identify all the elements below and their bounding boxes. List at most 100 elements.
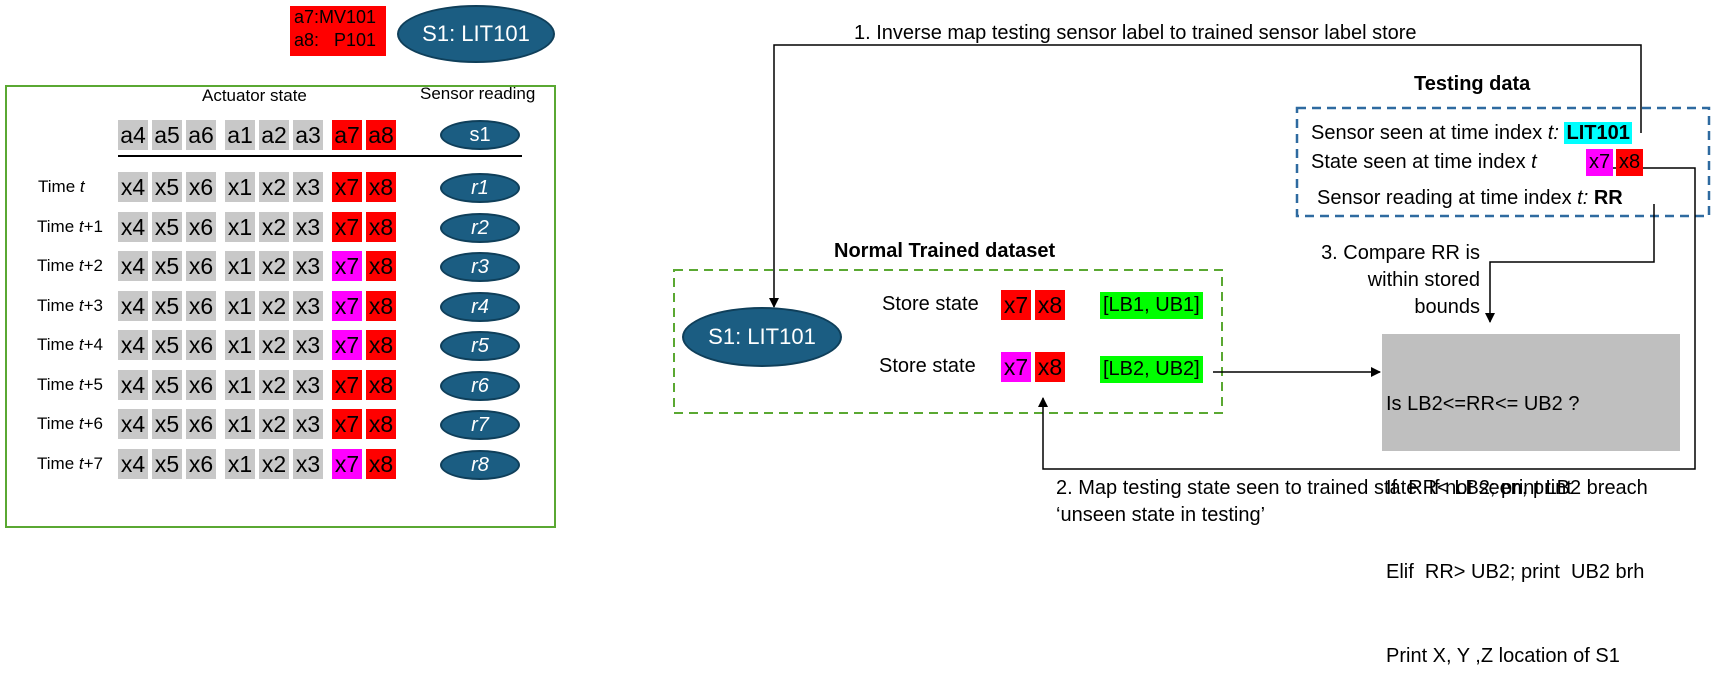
row1-cell-x8: x8 [366, 172, 396, 202]
sensor-oval-trained: S1: LIT101 [682, 307, 842, 367]
row6-cell-x8: x8 [366, 369, 396, 400]
time-label-prefix: Time [37, 453, 79, 473]
sensor-reading-label: Sensor reading [420, 84, 536, 103]
step3-line-1: 3. Compare RR is [1321, 242, 1480, 264]
check-line-1: Is LB2<=RR<= UB2 ? [1386, 393, 1580, 415]
row3-cell-x2: x2 [259, 251, 289, 281]
step2-line-2: ‘unseen state in testing’ [1056, 504, 1266, 526]
check-line-4: Print X, Y ,Z location of S1 [1386, 645, 1620, 667]
time-label-offset: +3 [83, 295, 103, 315]
row3-cell-x6: x6 [186, 251, 216, 281]
row8-cell-x4: x4 [118, 448, 148, 479]
testing-data-frame [1295, 106, 1711, 218]
row5-cell-x1: x1 [225, 330, 255, 360]
testing-state-t: t [1531, 151, 1537, 173]
testing-reading-value: RR [1593, 187, 1623, 209]
time-label-offset: +1 [83, 216, 103, 236]
row5-cell-x6: x6 [186, 330, 216, 360]
row6-cell-x4: x4 [118, 369, 148, 400]
store2-x7-cell: x7 [1001, 352, 1031, 382]
sensor-reading-oval-r5: r5 [440, 331, 520, 361]
time-label-offset: +5 [83, 374, 103, 394]
testing-sensor-value: LIT101 [1564, 122, 1632, 144]
time-label-prefix: Time [37, 256, 79, 275]
store1-x7-cell: x7 [1001, 290, 1031, 320]
header-sensor-oval: s1 [440, 120, 520, 150]
sensor-reading-oval-r6: r6 [440, 370, 520, 401]
row8-cell-x5: x5 [152, 448, 182, 479]
step2-line-1: 2. Map testing state seen to trained sta… [1056, 477, 1572, 499]
header-cell-a1: a1 [225, 120, 255, 150]
time-label-t: t [78, 256, 84, 275]
store2-x8-cell: x8 [1035, 352, 1065, 382]
testing-state-prefix: State seen at time index [1311, 151, 1532, 173]
row2-cell-x4: x4 [118, 211, 148, 242]
actuator-state-label: Actuator state [202, 86, 307, 105]
bound-check-box: Is LB2<=RR<= UB2 ? If RR< LB2; print LB2… [1382, 334, 1680, 667]
step3-line-2: within stored [1367, 269, 1480, 291]
time-label-t: t [78, 295, 84, 315]
header-cell-a5: a5 [152, 120, 182, 150]
time-label-row-8: Time t+7 [37, 454, 103, 474]
row3-cell-x8: x8 [366, 251, 396, 281]
arrow-step1 [769, 44, 1642, 308]
time-label-offset: +2 [83, 256, 103, 275]
time-label-row-6: Time t+5 [37, 375, 103, 395]
row4-cell-x4: x4 [118, 290, 148, 321]
time-label-offset: +4 [83, 335, 103, 354]
actuator-panel-frame [5, 85, 556, 528]
step3-label: 3. Compare RR is within stored bounds [1280, 240, 1480, 321]
row5-cell-x4: x4 [118, 330, 148, 360]
step2-label: 2. Map testing state seen to trained sta… [1056, 475, 1572, 529]
trained-dataset-frame [673, 269, 1223, 414]
header-cell-a8: a8 [366, 120, 396, 150]
sensor-reading-oval-r1: r1 [440, 173, 520, 203]
row6-cell-x3: x3 [293, 369, 323, 400]
row7-cell-x5: x5 [152, 409, 182, 439]
row5-cell-x8: x8 [366, 330, 396, 360]
row3-cell-x3: x3 [293, 251, 323, 281]
time-label-row-7: Time t+6 [37, 414, 103, 434]
time-label-t: t [78, 216, 84, 236]
row1-cell-x2: x2 [259, 172, 289, 202]
trained-dataset-title: Normal Trained dataset [834, 240, 1056, 262]
bound-lb1-ub1: [LB1, UB1] [1100, 292, 1203, 319]
row7-cell-x6: x6 [186, 409, 216, 439]
time-label-t: t [78, 414, 84, 433]
time-label-t: t [79, 177, 85, 196]
store1-x8-cell: x8 [1035, 290, 1065, 320]
testing-sensor-t: t: [1547, 122, 1559, 144]
row1-cell-x3: x3 [293, 172, 323, 202]
row6-cell-x1: x1 [225, 369, 255, 400]
sensor-reading-oval-r2: r2 [440, 212, 520, 243]
row8-cell-x1: x1 [225, 448, 255, 479]
time-label-prefix: Time [37, 295, 79, 315]
row3-cell-x7: x7 [332, 251, 362, 281]
row1-cell-x4: x4 [118, 172, 148, 202]
arrow-step3 [1485, 204, 1655, 323]
row6-cell-x6: x6 [186, 369, 216, 400]
row2-cell-x3: x3 [293, 211, 323, 242]
check-line-3: Elif RR> UB2; print UB2 brh [1386, 561, 1645, 583]
row2-cell-x5: x5 [152, 211, 182, 242]
time-label-t: t [78, 453, 84, 473]
row7-cell-x4: x4 [118, 409, 148, 439]
time-label-row-5: Time t+4 [37, 335, 103, 355]
row4-cell-x5: x5 [152, 290, 182, 321]
sensor-reading-oval-r8: r8 [440, 449, 520, 480]
row8-cell-x7: x7 [332, 448, 362, 479]
testing-state-line: State seen at time index t [1311, 151, 1537, 174]
row6-cell-x5: x5 [152, 369, 182, 400]
header-cell-a6: a6 [186, 120, 216, 150]
row5-cell-x3: x3 [293, 330, 323, 360]
row8-cell-x6: x6 [186, 448, 216, 479]
check-line-2: If RR< LB2; print LB2 breach [1386, 477, 1648, 499]
time-label-row-3: Time t+2 [37, 256, 103, 276]
row4-cell-x1: x1 [225, 290, 255, 321]
store-state-label-2: Store state [879, 355, 976, 377]
row5-cell-x7: x7 [332, 330, 362, 360]
row1-cell-x6: x6 [186, 172, 216, 202]
row4-cell-x8: x8 [366, 290, 396, 321]
row2-cell-x6: x6 [186, 211, 216, 242]
time-label-row-1: Time t [38, 177, 85, 197]
